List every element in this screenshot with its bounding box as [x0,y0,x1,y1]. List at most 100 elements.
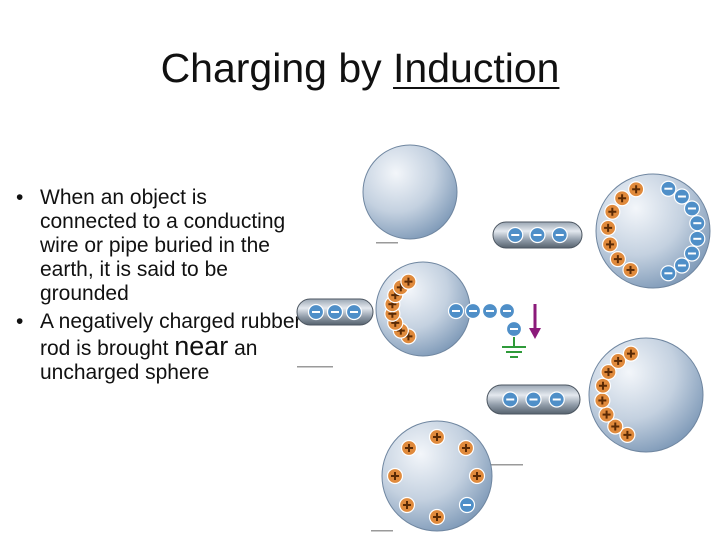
minus-bar [452,310,460,312]
minus-bar [529,398,538,401]
minus-charge-icon [307,303,325,321]
plus-bar [611,207,614,216]
minus-bar [555,234,564,236]
minus-bar [511,234,520,236]
plus-charge-icon [601,236,619,253]
plus-bar [614,422,617,431]
plus-bar [465,444,467,452]
caption-line [376,242,398,244]
caption-line [297,366,333,368]
minus-bar [469,310,477,312]
sphere-a [362,144,458,240]
bullet-text-before: A negatively charged rubber rod is broug… [40,310,302,360]
minus-charge-icon [683,245,701,262]
minus-charge-icon [525,391,542,408]
minus-bar [312,311,320,313]
bullet-item-rod: • A negatively charged rubber rod is bro… [14,310,304,385]
plus-bar [394,472,396,480]
plus-bar [476,472,478,480]
plus-charge-icon [398,496,416,514]
plus-charge-icon [604,203,621,220]
minus-bar [533,234,542,236]
plus-bar [391,309,394,318]
plus-bar [609,240,612,249]
plus-bar [616,255,619,264]
bullet-list: • When an object is connected to a condu… [14,186,304,389]
minus-charge-icon [689,230,706,247]
plus-bar [601,381,604,390]
minus-bar [510,328,518,330]
minus-bar [677,195,686,198]
bullet-marker: • [16,310,24,333]
minus-charge-icon [481,302,499,320]
minus-bar [506,398,515,401]
plus-bar [605,410,608,419]
plus-bar [617,356,620,365]
plus-charge-icon [600,363,617,381]
slide-title: Charging by Induction [0,42,720,94]
minus-charge-icon [673,188,691,205]
plus-charge-icon [619,426,636,443]
minus-charge-icon [551,226,568,244]
plus-bar [629,349,632,358]
minus-bar [677,264,686,267]
caption-line [371,530,393,532]
plus-bar [607,368,610,377]
bullet-item-grounded: • When an object is connected to a condu… [14,186,304,306]
minus-bar [350,311,358,313]
minus-charge-icon [502,391,519,408]
minus-charge-icon [464,302,482,320]
arrow-head [529,328,541,339]
plus-bar [407,332,410,341]
minus-bar [503,310,511,312]
minus-charge-icon [683,200,701,217]
minus-bar [687,207,696,210]
plus-charge-icon [468,467,486,485]
plus-charge-icon [400,273,417,290]
plus-charge-icon [598,406,615,423]
minus-bar [687,252,696,255]
plus-charge-icon [428,428,446,446]
minus-charge-icon [673,257,691,274]
plus-bar [394,318,397,327]
title-lead: Charging by [160,45,394,91]
minus-charge-icon [326,303,344,321]
plus-bar [629,265,632,274]
bullet-emphasis: near [174,331,229,361]
minus-bar [664,272,673,275]
minus-bar [486,310,494,312]
minus-charge-icon [458,496,476,514]
minus-charge-icon [548,391,565,408]
plus-bar [626,430,629,439]
title-key-term: Induction [393,45,560,91]
plus-charge-icon [386,467,404,485]
minus-bar [693,222,702,225]
minus-charge-icon [345,303,363,321]
plus-charge-icon [610,352,627,370]
minus-charge-icon [498,302,516,320]
bullet-text: When an object is connected to a conduct… [40,186,286,305]
minus-charge-icon [660,180,677,197]
plus-charge-icon [614,190,631,207]
plus-charge-icon [594,392,611,409]
bullet-marker: • [16,186,24,209]
plus-bar [635,185,638,194]
plus-bar [399,283,402,292]
plus-bar [408,444,410,452]
plus-charge-icon [622,345,640,362]
minus-bar [463,504,471,506]
ground-symbol-icon [502,346,526,358]
plus-bar [406,501,408,509]
plus-charge-icon [600,219,617,236]
plus-charge-icon [400,439,418,457]
plus-bar [391,300,394,309]
plus-charge-icon [628,181,645,198]
plus-bar [436,433,438,441]
plus-bar [607,223,610,232]
plus-bar [399,326,402,335]
minus-charge-icon [660,265,677,282]
plus-bar [394,291,397,300]
minus-charge-icon [505,320,523,338]
